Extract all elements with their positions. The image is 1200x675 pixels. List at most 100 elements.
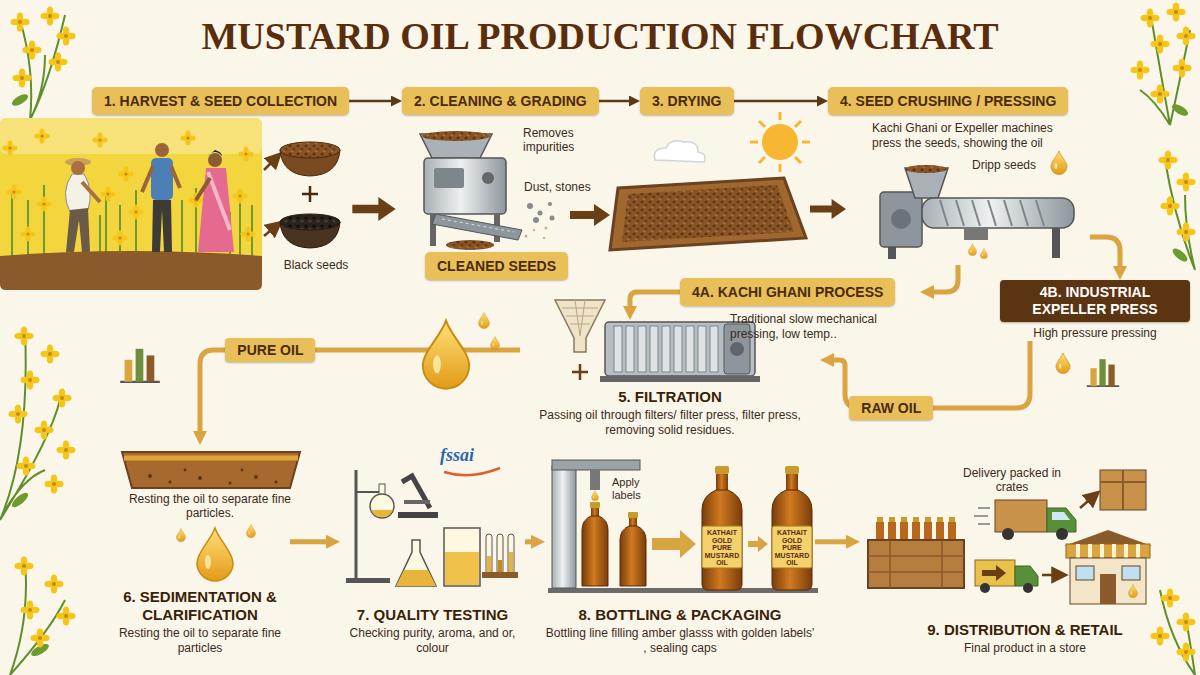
cleaning-machine — [538, 211, 543, 216]
expeller-icons — [1056, 353, 1119, 386]
drying-tray — [810, 199, 846, 219]
filter-press — [710, 326, 718, 372]
lab-glassware — [346, 578, 390, 583]
step-band: 3. DRYING — [640, 87, 734, 115]
corner-flowers — [57, 441, 76, 460]
cleaning-machine — [543, 237, 545, 239]
bottling-line — [582, 516, 608, 586]
mustard-field — [92, 132, 107, 147]
mustard-field — [0, 118, 262, 154]
cleaning-machine — [434, 168, 464, 188]
corner-flowers — [21, 371, 40, 390]
corner-flowers — [41, 7, 60, 26]
bottling-line — [552, 460, 640, 470]
corner-flowers — [10, 560, 65, 675]
cleaning-machine — [527, 203, 533, 209]
lab-glassware — [444, 528, 480, 586]
drying-tray — [622, 185, 794, 242]
step-heading: 4A. KACHI GHANI PROCESS — [680, 278, 895, 306]
filter-press — [479, 313, 490, 329]
bottling-line — [591, 490, 598, 500]
distribution — [1080, 496, 1094, 508]
crushing-machine — [880, 151, 1074, 259]
bottling-line — [716, 474, 728, 492]
bottling-line — [628, 512, 638, 518]
distribution — [937, 517, 943, 522]
bottling-line — [772, 490, 812, 590]
sedimentation-tank — [148, 469, 278, 485]
farmer — [152, 200, 172, 252]
drying-tray — [762, 124, 798, 160]
corner-flowers — [1177, 173, 1196, 192]
distribution — [868, 540, 964, 588]
corner-flowers — [10, 491, 30, 510]
mustard-field — [240, 226, 255, 241]
cleaning-machine — [432, 214, 522, 240]
filter-press — [600, 376, 760, 382]
farmer — [196, 150, 234, 252]
step-description: Kachi Ghani or Expeller machines press t… — [872, 121, 1082, 151]
cleaning-machine — [525, 227, 548, 240]
distribution — [877, 517, 955, 522]
corner-flowers — [9, 405, 28, 424]
farmer — [151, 158, 173, 200]
sedimentation-tank — [198, 476, 202, 480]
callout-note: Dripp seeds — [972, 158, 1048, 172]
step-heading: 4B. INDUSTRIAL EXPELLER PRESS — [1000, 280, 1190, 322]
mustard-field — [112, 230, 127, 245]
distribution — [1078, 544, 1138, 558]
seed-bowls — [280, 142, 340, 158]
distribution — [925, 517, 931, 522]
filter-press — [120, 349, 160, 382]
sedimentation-tank — [274, 480, 277, 483]
filter-press — [698, 326, 706, 372]
farmer — [208, 153, 222, 167]
filter-press — [650, 326, 658, 372]
result-band: CLEANED SEEDS — [425, 252, 568, 280]
step-heading: 6. SEDIMENTATION & CLARIFICATION — [110, 588, 290, 624]
cleaning-machine — [527, 202, 555, 223]
cleaning-machine — [545, 227, 548, 230]
filter-press — [423, 321, 469, 389]
mustard-field — [100, 186, 115, 201]
step-heading: 5. FILTRATION — [618, 388, 722, 406]
corner-flowers — [1177, 643, 1196, 662]
flow-arrow — [734, 100, 818, 103]
mustard-field — [232, 188, 247, 203]
corner-flowers — [1177, 27, 1196, 46]
bottling-line — [702, 466, 742, 590]
process-step: 4. SEED CRUSHING / PRESSINGKachi Ghani o… — [828, 87, 1090, 265]
crushing-machine — [964, 228, 988, 240]
corner-flowers — [35, 421, 54, 440]
mustard-field — [6, 184, 21, 199]
drying-tray — [654, 141, 705, 162]
corner-flowers — [1161, 589, 1180, 608]
distribution — [1015, 566, 1038, 586]
distribution — [889, 517, 895, 522]
mustard-field — [34, 128, 49, 143]
sedimentation-tank — [122, 452, 300, 488]
crushing-machine — [1051, 151, 1067, 175]
mustard-field — [0, 251, 262, 290]
corner-flowers — [1151, 35, 1170, 54]
flow-arrow — [200, 350, 520, 431]
cleaning-machine — [570, 204, 610, 226]
corner-flowers — [11, 13, 30, 32]
lab-glassware — [404, 500, 430, 504]
sedimentation-tank — [184, 469, 187, 472]
corner-flowers — [0, 330, 60, 520]
bottling-line — [786, 474, 798, 492]
seed-bowls — [352, 197, 395, 221]
farmer — [208, 150, 222, 156]
distribution — [1042, 574, 1060, 577]
cleaning-machine — [422, 131, 490, 141]
seed-bowls — [280, 214, 340, 230]
filter-press — [614, 326, 622, 372]
bottling-line — [772, 466, 812, 590]
flow-arrow — [630, 292, 680, 306]
lab-glassware — [444, 468, 500, 475]
corner-flowers — [15, 327, 34, 346]
bottling-line — [785, 466, 799, 474]
distribution — [980, 583, 990, 593]
crushing-machine — [905, 165, 947, 173]
